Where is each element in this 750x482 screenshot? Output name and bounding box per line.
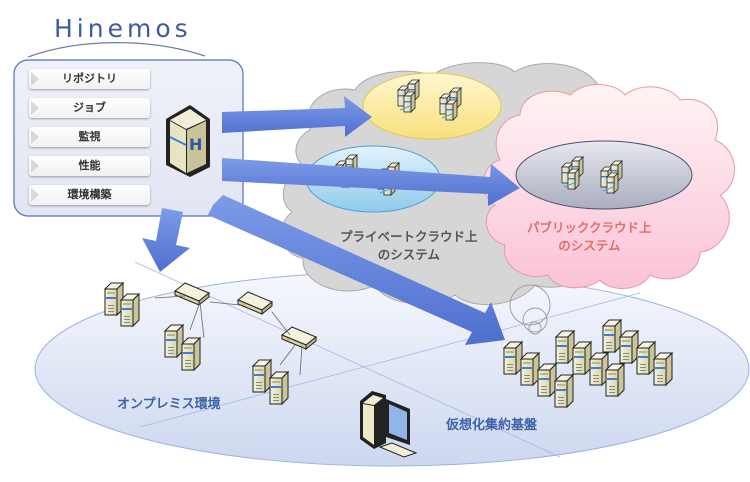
- hinemos-manager-server-icon: H: [166, 105, 210, 177]
- menu-item-monitoring[interactable]: 監視: [29, 127, 150, 147]
- menu-item-performance[interactable]: 性能: [29, 156, 150, 176]
- arrow-to-private-cloud-pool: [222, 96, 372, 137]
- network-switches: [154, 282, 317, 376]
- arrow-to-virtualization: [208, 195, 505, 345]
- client-pc-icon: [360, 391, 418, 458]
- menu-item-repository[interactable]: リポジトリ: [29, 69, 150, 89]
- menu-item-environment-build[interactable]: 環境構築: [29, 185, 150, 205]
- public-cloud-label-line1: パブリッククラウド上: [527, 220, 652, 235]
- yellow-server-pool: [362, 72, 502, 140]
- hinemos-logo: Hinemos: [54, 14, 192, 43]
- private-cloud-label-line2: のシステム: [377, 247, 440, 262]
- svg-text:H: H: [189, 135, 202, 154]
- public-cloud-label-line2: のシステム: [558, 238, 621, 253]
- on-premise-label: オンプレミス環境: [117, 397, 221, 412]
- arrow-to-public-cloud-pool: [222, 158, 520, 206]
- virtualization-label: 仮想化集約基盤: [446, 418, 538, 433]
- public-cloud-label: パブリッククラウド上 のシステム: [527, 219, 652, 255]
- arrow-to-on-premise: [142, 208, 190, 272]
- menu-item-job[interactable]: ジョブ: [29, 98, 150, 118]
- private-cloud-label-line1: プライベートクラウド上: [340, 229, 478, 244]
- private-cloud-label: プライベートクラウド上 のシステム: [340, 228, 478, 264]
